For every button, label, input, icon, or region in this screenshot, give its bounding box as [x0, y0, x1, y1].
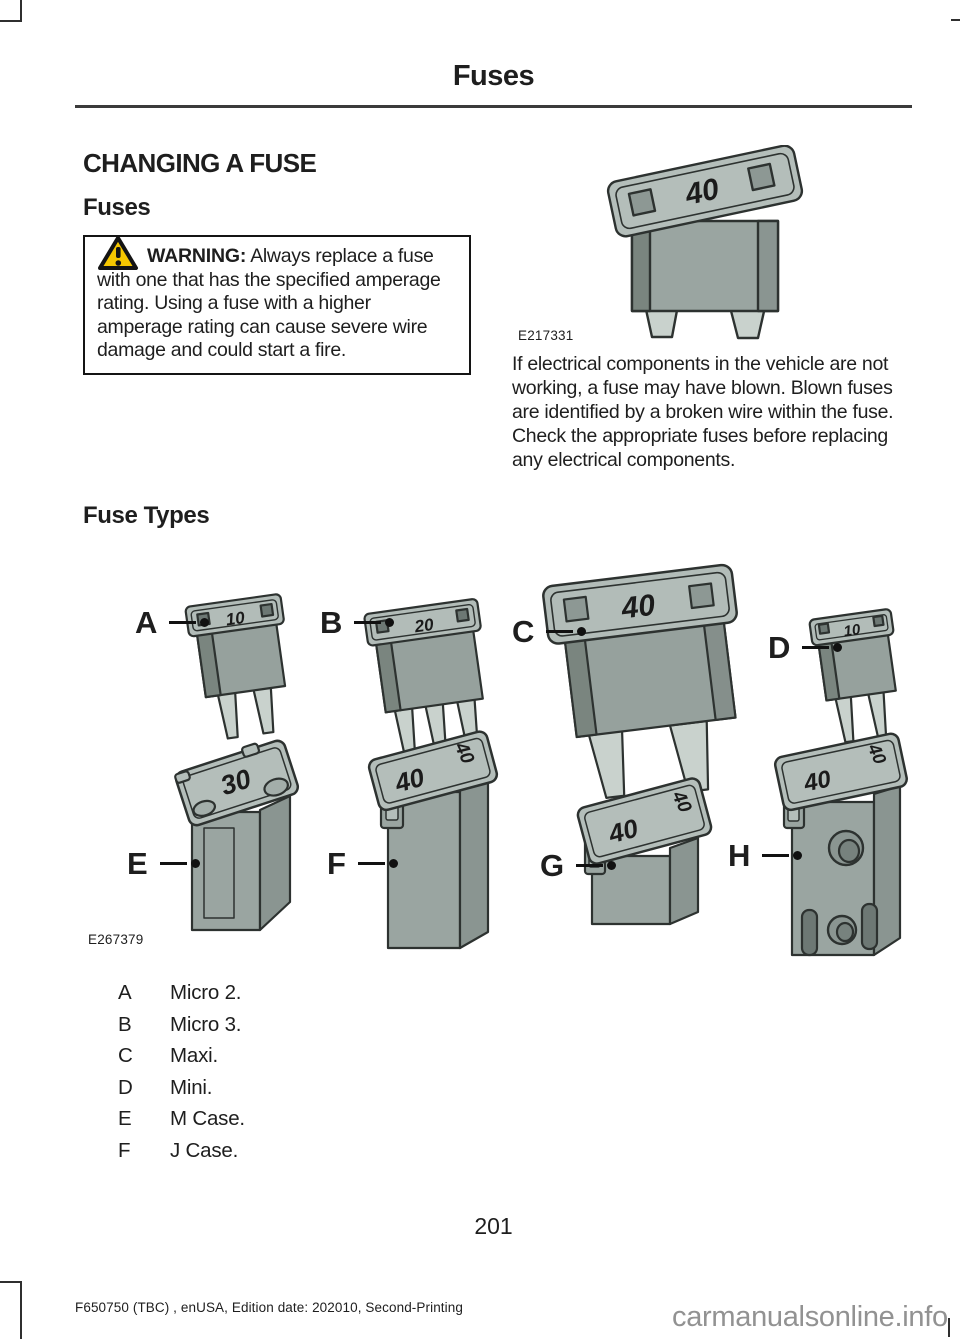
- header-rule: [75, 105, 912, 108]
- callout-e: E: [127, 848, 200, 879]
- legend-label: Micro 3.: [170, 1012, 242, 1036]
- fuse-types-diagram: 10 20 40: [174, 563, 908, 957]
- callout-d: D: [768, 632, 843, 663]
- crop-mark-top-left: [0, 0, 22, 22]
- fuse-a-illustration: 10: [184, 593, 287, 740]
- fuse-d-illustration: 10: [808, 608, 897, 744]
- callout-g: G: [540, 850, 617, 881]
- callout-c: C: [512, 616, 587, 647]
- svg-text:10: 10: [843, 621, 863, 640]
- figure-id: E267379: [88, 932, 144, 947]
- legend-key: C: [118, 1044, 133, 1067]
- legend-key: D: [118, 1075, 133, 1099]
- warning-text: Always replace a fuse with one that has …: [97, 245, 441, 361]
- callout-b: B: [320, 607, 395, 638]
- legend-label: Mini.: [170, 1075, 213, 1099]
- legend-label: Maxi.: [170, 1044, 218, 1067]
- callout-f: F: [327, 848, 398, 879]
- crop-mark-top-right: [951, 19, 960, 21]
- warning-box: WARNING: Always replace a fuse with one …: [83, 235, 471, 375]
- callout-h: H: [728, 840, 803, 871]
- fuse-g-illustration: 40 40: [576, 777, 713, 926]
- crop-mark-bottom-right: [948, 1318, 950, 1337]
- warning-label: WARNING:: [147, 245, 247, 267]
- legend-key: F: [118, 1138, 131, 1162]
- fuse-type-legend: A Micro 2. B Micro 3. C Maxi. D Mini. E …: [118, 982, 245, 1161]
- fuse-figure-illustration: 40: [606, 145, 804, 340]
- svg-text:10: 10: [225, 608, 247, 630]
- figure-id: E217331: [518, 328, 574, 343]
- section-title: CHANGING A FUSE: [83, 148, 317, 178]
- legend-key: B: [118, 1012, 132, 1036]
- svg-text:20: 20: [412, 615, 435, 637]
- page-number: 201: [474, 1213, 513, 1239]
- fuse-c-illustration: 40: [542, 563, 738, 799]
- subsection-title: Fuses: [83, 194, 151, 221]
- footer-imprint: F650750 (TBC) , enUSA, Edition date: 202…: [75, 1300, 463, 1315]
- legend-label: M Case.: [170, 1107, 245, 1130]
- body-paragraph: If electrical components in the vehicle …: [512, 353, 894, 471]
- svg-text:40: 40: [619, 589, 657, 626]
- svg-text:40: 40: [801, 765, 834, 797]
- figure-fuse-rating: 40: [681, 172, 722, 211]
- fuse-types-title: Fuse Types: [83, 502, 210, 529]
- crop-mark-bottom-left: [0, 1281, 22, 1339]
- legend-key: E: [118, 1107, 132, 1130]
- fuse-e-illustration: 30: [174, 739, 300, 932]
- warning-triangle-icon: [98, 236, 138, 271]
- callout-a: A: [135, 607, 210, 638]
- fuse-f-illustration: 40 40: [367, 730, 499, 950]
- legend-label: J Case.: [170, 1138, 239, 1162]
- page-header-title: Fuses: [452, 60, 535, 92]
- watermark: carmanualsonline.info: [672, 1301, 948, 1333]
- fuse-h-illustration: 40 40: [773, 732, 908, 957]
- legend-key: A: [118, 981, 132, 1004]
- legend-label: Micro 2.: [170, 981, 242, 1004]
- fuse-b-illustration: 20: [363, 598, 484, 760]
